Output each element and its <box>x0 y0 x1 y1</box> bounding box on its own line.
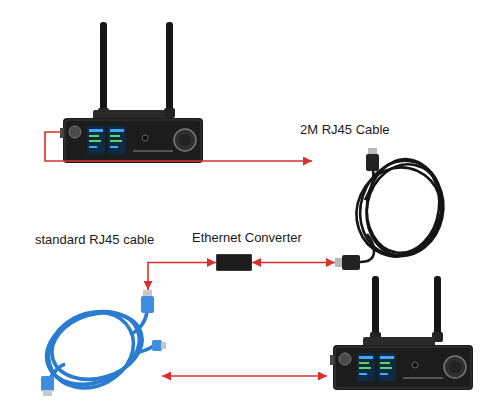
receiver-device <box>330 337 473 390</box>
cable-label: standard RJ45 cable <box>35 232 154 248</box>
antenna <box>166 22 173 118</box>
antenna-base <box>164 108 175 118</box>
blue-cable-drawing <box>35 290 165 395</box>
cable-coil: 2M RJ45 Cable <box>335 148 450 275</box>
antenna <box>100 22 107 118</box>
cable-label: 2M RJ45 Cable <box>300 122 390 138</box>
connector-arrow <box>252 262 335 264</box>
black-cable-drawing <box>335 148 450 275</box>
cable-coil: standard RJ45 cable <box>35 290 165 395</box>
converter-box: Ethernet Converter <box>216 254 252 271</box>
receiver-device <box>60 110 203 163</box>
connection-arrow <box>162 375 327 377</box>
connection-arrow <box>45 132 312 161</box>
connector-arrow <box>148 263 216 291</box>
cable-label: Ethernet Converter <box>192 230 302 246</box>
